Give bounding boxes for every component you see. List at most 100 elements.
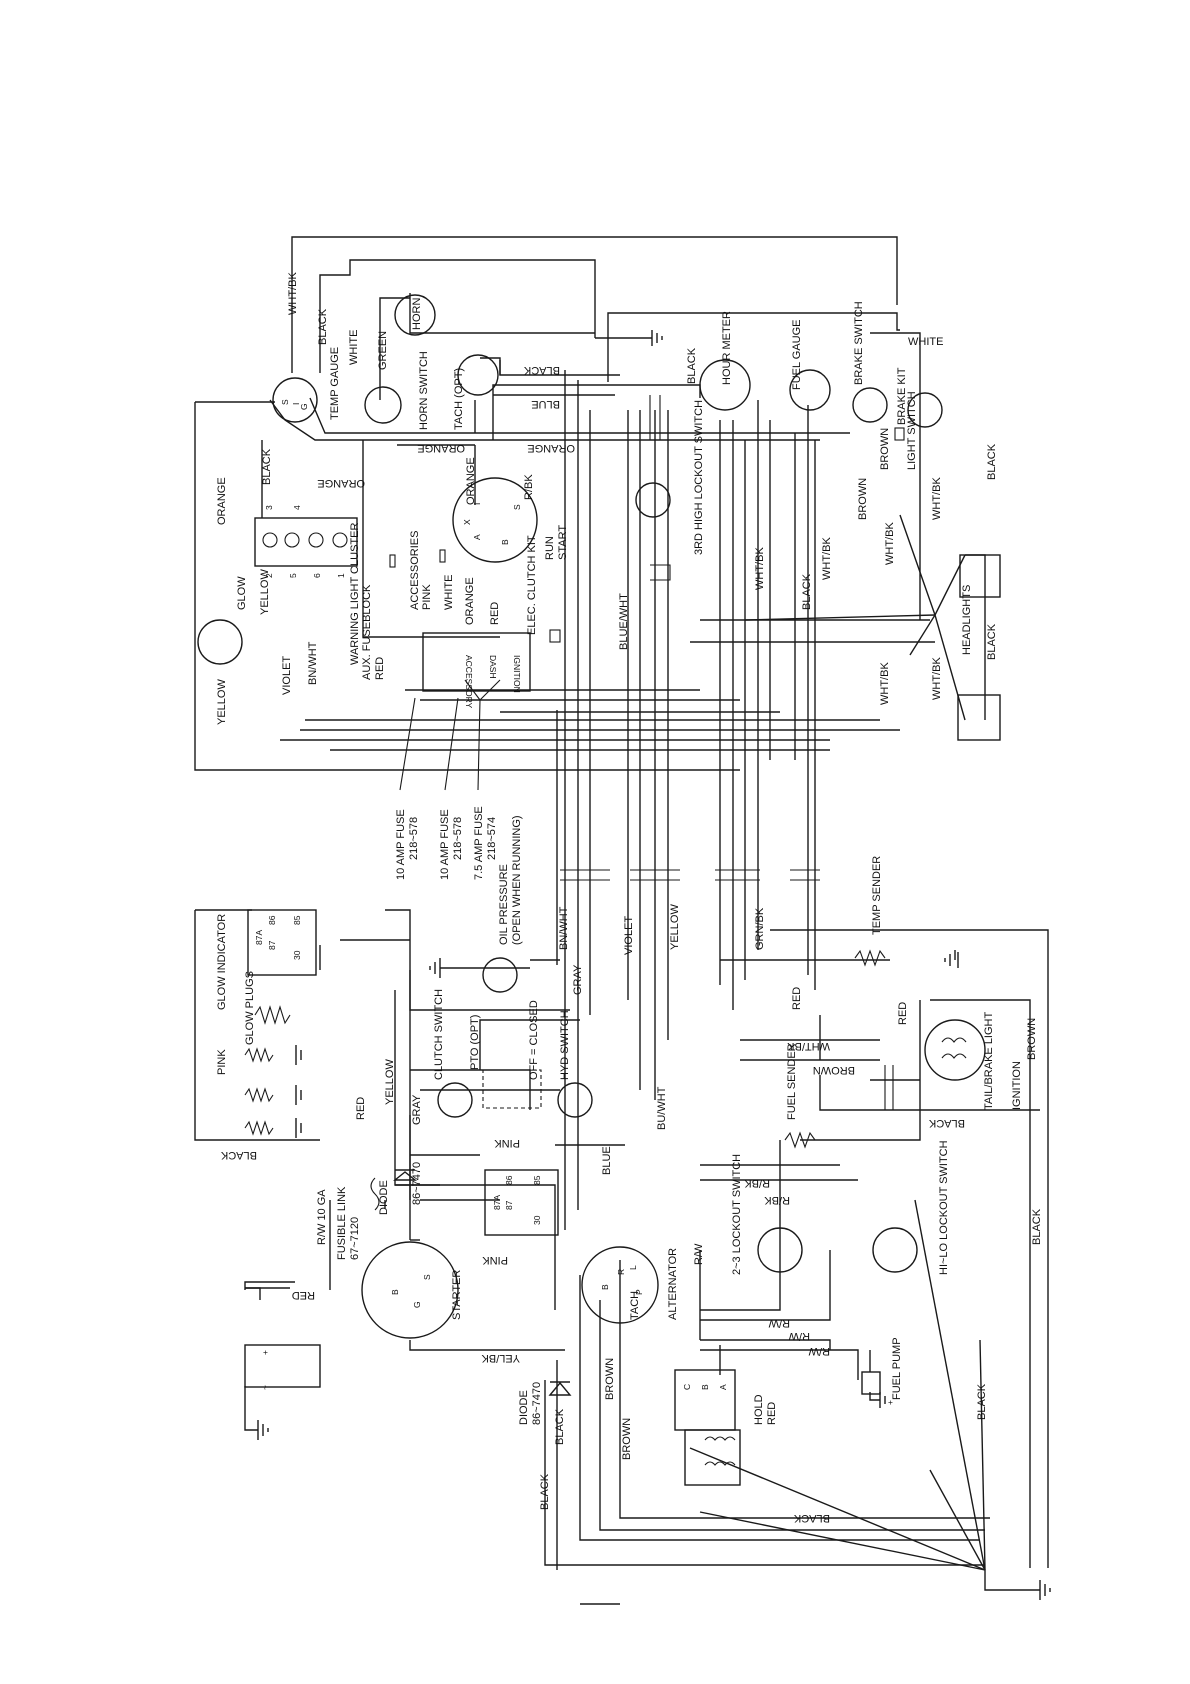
pin-ign-b: B <box>500 539 510 545</box>
glow-relay-icon <box>247 909 317 976</box>
wire-harness <box>194 236 1049 1591</box>
alternator-icon <box>581 1246 659 1324</box>
label-oil-pressure-note: (OPEN WHEN RUNNING) <box>511 815 523 945</box>
pin-pr-30: 30 <box>532 1215 542 1225</box>
label-white-fuse: WHITE <box>443 575 455 610</box>
label-orange-mid: ORANGE <box>465 457 477 505</box>
label-fuse-10-b: 10 AMP FUSE <box>439 809 451 880</box>
label-r-bk-2: R/BK <box>764 1194 790 1206</box>
label-yellow-glow: YELLOW <box>259 569 271 615</box>
label-bn-wht-mid: BN/WHT <box>558 906 570 950</box>
pin-cl-5: 5 <box>288 573 298 578</box>
pin-gr-87a: 87A <box>254 930 264 945</box>
oil-pressure-switch-icon <box>482 957 518 993</box>
pin-sol-c: C <box>682 1384 692 1390</box>
label-accessories: ACCESSORIES <box>409 531 421 610</box>
pin-pr-85: 85 <box>532 1175 542 1185</box>
pin-pr-87: 87 <box>504 1200 514 1210</box>
label-brown-sol2: BROWN <box>621 1418 633 1460</box>
label-black-tail: BLACK <box>928 1117 965 1129</box>
label-r-w-3: R/W <box>808 1345 830 1357</box>
label-fuse-10-a-pn: 218~578 <box>408 817 420 860</box>
third-high-lockout-icon <box>635 482 671 518</box>
label-red-fuse: RED <box>374 657 386 680</box>
label-fusible-link: FUSIBLE LINK <box>336 1186 348 1260</box>
pin-fp-plus: + <box>885 1400 895 1405</box>
pin-gr-30: 30 <box>292 950 302 960</box>
label-gray-mid: GRAY <box>572 964 584 995</box>
hi-lo-lockout-icon <box>872 1227 918 1273</box>
pin-temp-i: I <box>291 403 301 405</box>
label-yel-bk: YEL/BK <box>481 1352 520 1364</box>
label-diode-lower-pn: 86~7470 <box>531 1382 543 1425</box>
label-diode-upper: DIODE <box>378 1180 390 1215</box>
label-ignition: IGNITION <box>1011 1061 1023 1110</box>
label-temp-sender: TEMP SENDER <box>871 856 883 935</box>
label-brown-top: BROWN <box>857 478 869 520</box>
labels: WHT/BK BLACK WHITE GREEN BLACK ORANGE YE… <box>216 272 1043 1524</box>
label-fuse-75: 7.5 AMP FUSE <box>473 806 485 880</box>
label-white-right: WHITE <box>908 336 943 348</box>
label-grn-bk: GRN/BK <box>754 907 766 950</box>
solenoid-coil-icon <box>684 1429 741 1486</box>
label-glow-plugs: GLOW PLUGS <box>244 971 256 1045</box>
label-hi-lo-lockout: HI~LO LOCKOUT SWITCH <box>938 1140 950 1275</box>
pin-ign-a: A <box>472 534 482 540</box>
label-black-bottom: BLACK <box>793 1512 830 1524</box>
label-fuse-75-pn: 218~574 <box>486 817 498 860</box>
label-orange-3: ORANGE <box>317 477 365 489</box>
label-run: RUN <box>544 536 556 560</box>
pin-sol-a: A <box>718 1384 728 1390</box>
label-red-relay: RED <box>355 1097 367 1120</box>
battery-icon <box>244 1344 321 1388</box>
label-tach-opt: TACH (OPT) <box>453 368 465 430</box>
pin-st-b: B <box>390 1289 400 1295</box>
pin-cl-3: 3 <box>264 505 274 510</box>
label-red-ign: RED <box>489 602 501 625</box>
label-brown-tail: BROWN <box>1026 1018 1038 1060</box>
pin-gr-87: 87 <box>267 940 277 950</box>
label-black-right: BLACK <box>986 443 998 480</box>
label-yellow-relay: YELLOW <box>384 1059 396 1105</box>
label-pink: PINK <box>421 584 433 610</box>
label-pink-relay: PINK <box>494 1137 520 1149</box>
pin-gr-85: 85 <box>292 915 302 925</box>
label-start: START <box>557 525 569 560</box>
label-orange-ign: ORANGE <box>464 577 476 625</box>
aux-fuseblock-icon <box>422 632 531 692</box>
label-hold: HOLD <box>753 1394 765 1425</box>
temp-gauge-icon <box>272 377 318 423</box>
pin-alt-l: L <box>628 1265 638 1270</box>
label-black-lower-left: BLACK <box>539 1473 551 1510</box>
label-black-ground: BLACK <box>523 364 560 376</box>
label-black-diode: BLACK <box>554 1408 566 1445</box>
hour-meter-icon <box>699 359 751 411</box>
label-horn-switch: HORN SWITCH <box>418 351 430 430</box>
horn-switch-icon <box>364 386 402 424</box>
glow-switch-icon <box>197 619 243 665</box>
label-brake-kit: BRAKE KIT <box>896 367 908 425</box>
tach-opt-icon <box>457 354 499 396</box>
label-white-top: WHITE <box>348 330 360 365</box>
label-red-tail: RED <box>897 1002 909 1025</box>
label-r-w-10ga: R/W 10 GA <box>316 1189 328 1245</box>
label-brown-brake: BROWN <box>879 428 891 470</box>
pin-st-s: S <box>422 1274 432 1280</box>
label-brown-tail-2: BROWN <box>813 1064 855 1076</box>
label-oil-pressure: OIL PRESSURE <box>498 864 510 945</box>
label-orange-left: ORANGE <box>216 477 228 525</box>
label-hyd-switch: HYD SWITCH <box>559 1010 571 1080</box>
label-hour-meter: HOUR METER <box>721 311 733 385</box>
label-tail-brake-light: TAIL/BRAKE LIGHT <box>983 1012 995 1110</box>
label-yellow-left: YELLOW <box>216 679 228 725</box>
label-glow-indicator: GLOW INDICATOR <box>216 914 228 1010</box>
label-clutch-switch: CLUTCH SWITCH <box>433 989 445 1080</box>
label-wht-bk-2: WHT/BK <box>821 537 833 580</box>
label-fuel-pump: FUEL PUMP <box>891 1337 903 1400</box>
label-hold-red: RED <box>766 1402 778 1425</box>
label-black-mid: BLACK <box>801 573 813 610</box>
label-wht-bk-1: WHT/BK <box>754 547 766 590</box>
label-lockout-23: 2~3 LOCKOUT SWITCH <box>731 1154 743 1275</box>
tail-brake-light-icon <box>924 1019 986 1081</box>
